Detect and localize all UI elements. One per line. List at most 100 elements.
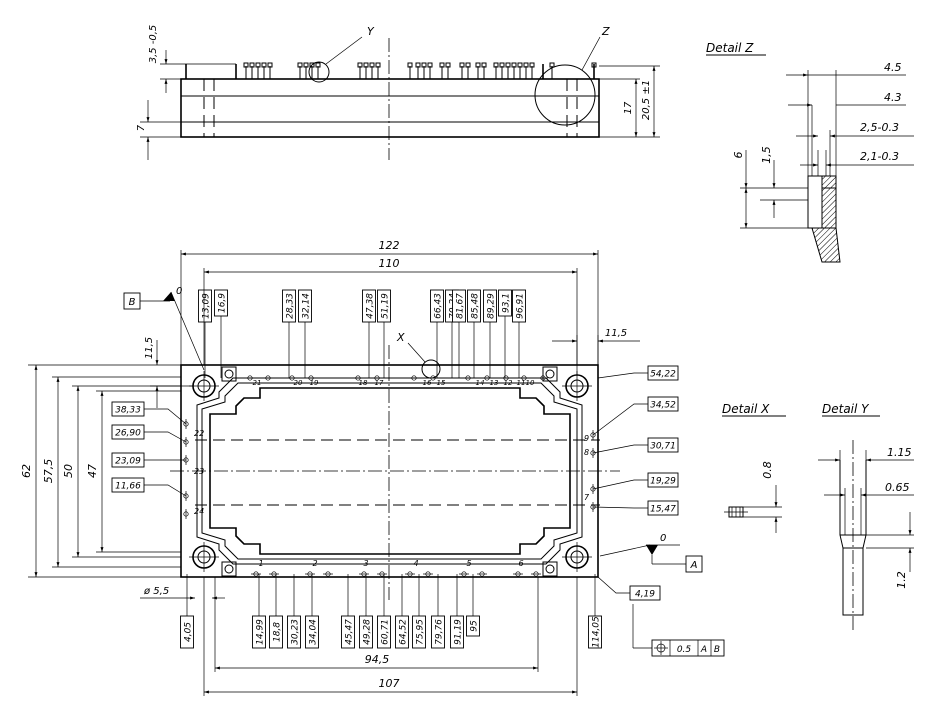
coord-bottom-7: 49,28	[359, 574, 373, 649]
dim-width-122: 122	[379, 239, 400, 252]
position-tolerance-frame: 0.5 A B	[632, 604, 725, 657]
coord-top-4: 32,14	[298, 289, 312, 378]
callout-circle-z	[534, 64, 596, 126]
pin-marker	[306, 375, 316, 381]
pin-number-top: 13	[490, 379, 499, 387]
tolerance-ref-b: B	[714, 645, 720, 655]
coord-bottom-6-label: 45,47	[345, 619, 355, 645]
dim-width-107: 107	[379, 677, 400, 690]
coord-top-7-label: 66,43	[434, 293, 444, 319]
coord-top-12-label: 93,1	[502, 293, 512, 313]
coord-top-9: 81,67	[452, 289, 466, 378]
pin-number-left: 22	[194, 429, 204, 438]
pin-marker	[463, 375, 473, 381]
pin-number-top: 19	[310, 379, 319, 387]
coord-bottom-10-label: 75,95	[416, 619, 426, 645]
dim-hole-diameter: ø 5,5	[143, 586, 169, 597]
coord-bottom-2-label: 14,99	[256, 619, 266, 645]
pin-number-bottom: 4	[413, 559, 418, 568]
coord-top-12: 93,1	[498, 289, 512, 378]
coord-bottom-12: 91,19	[450, 574, 464, 649]
side-view: Y Z 3,5 -0,5 7 17 20,5 ±1	[136, 25, 660, 160]
coord-bottom-3-label: 18,8	[273, 622, 283, 642]
coord-bottom-1-label: 4,05	[184, 622, 194, 642]
coord-top-6: 51,19	[377, 289, 391, 378]
coord-right-3: 30,71	[592, 437, 679, 454]
coord-bottom-4: 30,23	[287, 574, 301, 649]
dim-height-47: 47	[86, 464, 99, 478]
coord-bottom-13-label: 95	[470, 620, 480, 632]
dim-width-110: 110	[379, 257, 400, 270]
detail-x-title: Detail X	[722, 402, 770, 416]
detail-x-dim-0-8: 0.8	[761, 461, 774, 479]
dim-width-94-5: 94,5	[365, 653, 390, 666]
pin-number-top: 10	[526, 379, 535, 387]
detail-z-dim-2-5: 2,5-0.3	[860, 121, 899, 134]
pin-number-right: 9	[584, 434, 589, 443]
coord-right-1-label: 54,22	[650, 370, 676, 380]
coord-left-4: 11,66	[111, 477, 187, 497]
pin-marker	[359, 571, 369, 577]
coord-right-6-label: 4,19	[635, 590, 655, 600]
detail-z-dim-1-5: 1,5	[760, 146, 773, 164]
coord-right-3-label: 30,71	[650, 442, 676, 452]
detail-y-dim-1-15: 1.15	[887, 446, 912, 459]
pin-number-top: 12	[504, 379, 513, 387]
detail-y-dim-1-2: 1.2	[895, 571, 908, 589]
coord-bottom-8-label: 60,71	[381, 619, 391, 645]
pin-marker	[353, 375, 363, 381]
pin-marker	[459, 571, 469, 577]
dim-total-height: 20,5 ±1	[641, 80, 652, 120]
coord-bottom-6: 45,47	[341, 574, 355, 649]
pin-marker	[428, 375, 438, 381]
coord-bottom-2: 14,99	[252, 574, 266, 649]
coord-top-5-label: 47,38	[366, 293, 376, 319]
coord-bottom-5-label: 34,04	[309, 619, 319, 645]
pin-marker	[183, 509, 189, 519]
detail-y-dim-0-65: 0.65	[885, 481, 910, 494]
coord-left-4-label: 11,66	[115, 482, 141, 492]
coord-left-2-label: 26,90	[115, 429, 141, 439]
coord-top-13-label: 96,91	[516, 293, 526, 319]
callout-z: Z	[601, 25, 610, 38]
callout-circle-y	[308, 61, 330, 83]
pin-marker	[263, 375, 273, 381]
coord-bottom-9-label: 64,52	[399, 619, 409, 645]
coord-right-6: 4,19	[597, 576, 661, 601]
detail-z-title: Detail Z	[706, 41, 754, 55]
coord-right-2-label: 34,52	[650, 401, 676, 411]
datum-b: B	[129, 297, 136, 308]
pin-marker	[405, 571, 415, 577]
pin-number-bottom: 6	[518, 559, 523, 568]
pin-marker	[269, 571, 279, 577]
pin-marker	[245, 375, 255, 381]
datum-a-zero: 0	[660, 533, 666, 544]
mounting-hole-bl	[189, 542, 219, 572]
coord-bottom-4-label: 30,23	[291, 619, 301, 645]
dim-pin-height: 3,5 -0,5	[148, 25, 159, 64]
pin-number-left: 24	[194, 507, 204, 516]
coord-bottom-1: 4,05	[180, 574, 194, 649]
dim-right-11-5: 11,5	[605, 328, 627, 339]
coord-top-7: 66,43	[430, 289, 444, 378]
coord-bottom-9: 64,52	[395, 574, 409, 649]
coord-bottom-11-label: 79,76	[435, 619, 445, 645]
coord-top-2: 16,9	[214, 289, 228, 378]
pin-number-top: 20	[294, 379, 303, 387]
detail-x: Detail X 0.8	[722, 402, 786, 533]
dim-left-11-5: 11,5	[144, 337, 155, 359]
coord-top-10: 85,48	[467, 289, 481, 378]
detail-z-dim-4-3: 4.3	[884, 91, 902, 104]
coord-top-10-label: 85,48	[471, 293, 481, 319]
callout-x: X	[396, 331, 405, 344]
pin-number-bottom: 5	[466, 559, 471, 568]
coord-right-2: 34,52	[592, 396, 679, 436]
coordinate-boxes: 13,0916,928,3332,1447,3851,1966,4370,248…	[111, 289, 679, 649]
detail-y: Detail Y 1.15 0.65 1.2	[818, 402, 914, 630]
pin-marker	[323, 571, 333, 577]
coord-right-1: 54,22	[597, 365, 679, 381]
coord-bottom-7-label: 49,28	[363, 619, 373, 645]
